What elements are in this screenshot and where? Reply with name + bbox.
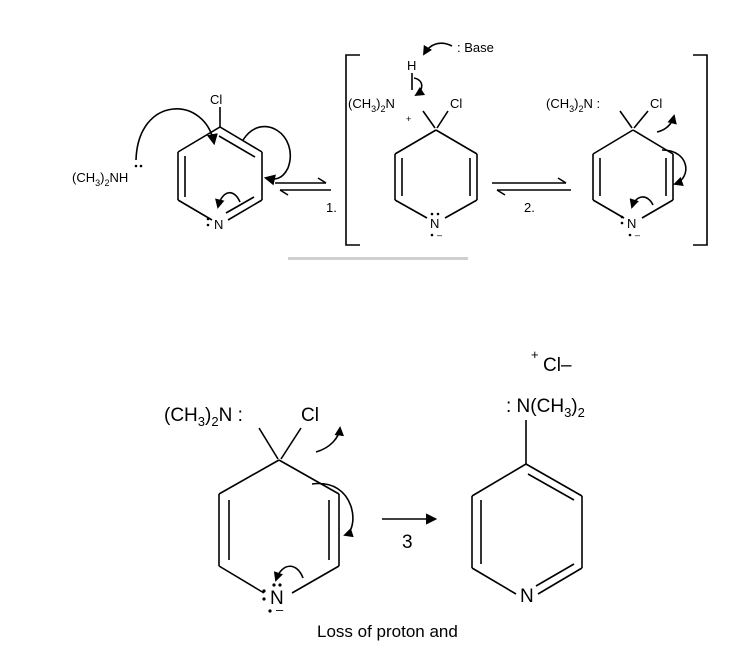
intermediate-brackets xyxy=(345,54,708,246)
h-label: H xyxy=(407,58,416,73)
product-chloride-label: Cl– xyxy=(543,355,572,376)
reaction-arrow-3: 3 xyxy=(382,513,438,553)
intermediate-3: (CH3)2N : Cl N – xyxy=(164,405,354,617)
equilibrium-arrow-2: 2. xyxy=(492,177,571,215)
int3-cl-label: Cl xyxy=(301,405,319,426)
step-1-label: 1. xyxy=(326,200,337,215)
int1-n-label: N xyxy=(430,216,439,231)
scan-smudge xyxy=(288,257,468,260)
svg-text:–: – xyxy=(437,230,442,240)
dimethylamine: (CH3)2NH xyxy=(72,164,143,188)
int3-n-label: N xyxy=(270,588,284,609)
int3-amine-label: (CH3)2N : xyxy=(164,405,243,429)
int2-n-label: N xyxy=(627,216,636,231)
dimethylamine-label: (CH3)2NH xyxy=(72,170,128,188)
product-n-label: N xyxy=(520,586,534,607)
product-dmap: + Cl– : N(CH3)2 N xyxy=(471,347,585,607)
step-2-label: 2. xyxy=(524,200,535,215)
caption: Loss of proton and xyxy=(317,622,458,641)
step-3-label: 3 xyxy=(402,532,413,553)
reactant-cl-label: Cl xyxy=(210,92,222,107)
int2-cl-label: Cl xyxy=(650,96,662,111)
svg-text:–: – xyxy=(635,230,640,240)
reactant-pyridine-ring: Cl N xyxy=(177,92,263,232)
int2-amine-label: (CH3)2N : xyxy=(546,96,600,114)
intermediate-1: H : Base (CH3)2N + Cl N – xyxy=(348,40,494,240)
reactant-curved-arrows xyxy=(135,108,291,209)
reactant-n-label: N xyxy=(214,217,223,232)
product-amine-label: : N(CH3)2 xyxy=(506,396,585,420)
base-label: : Base xyxy=(457,40,494,55)
intermediate-2: (CH3)2N : Cl N – xyxy=(546,96,687,240)
product-plus-label: + xyxy=(531,347,539,362)
equilibrium-arrow-1: 1. xyxy=(275,177,337,215)
int1-plus-label: + xyxy=(406,114,411,124)
svg-text:–: – xyxy=(276,602,284,617)
int1-cl-label: Cl xyxy=(450,96,462,111)
int1-amine-label: (CH3)2N xyxy=(348,96,395,114)
